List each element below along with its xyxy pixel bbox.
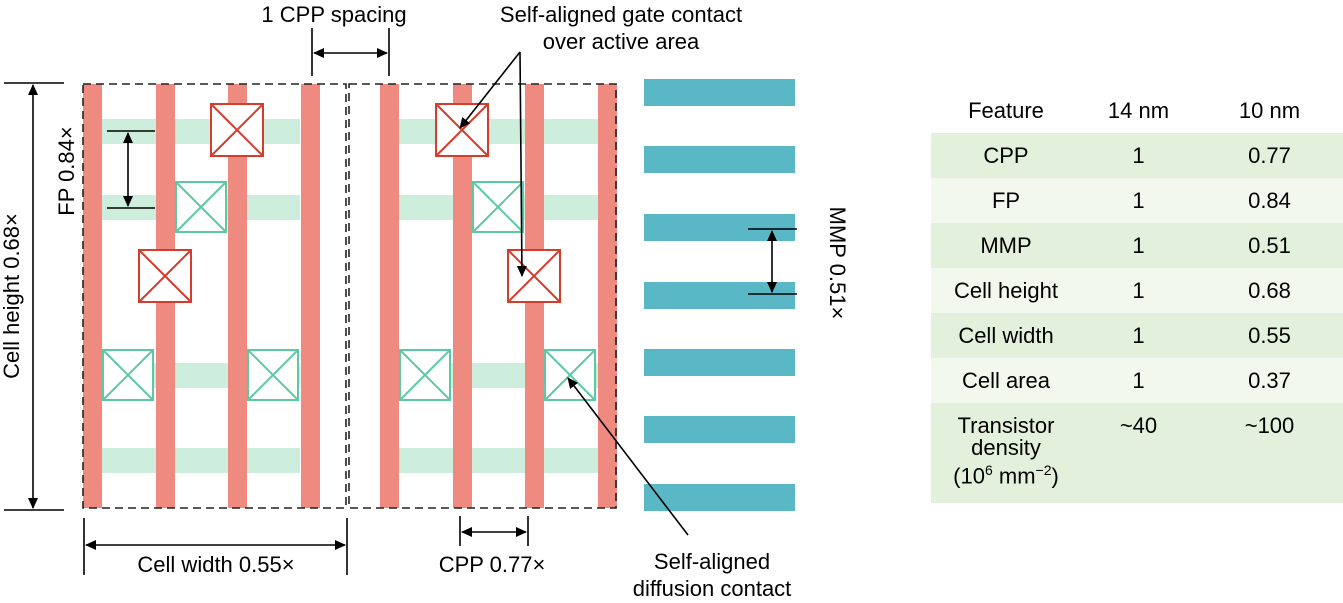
gate-contact <box>435 103 489 157</box>
value-10nm-cell: 0.68 <box>1248 277 1291 303</box>
gate-contacts <box>138 103 561 303</box>
cpp-label: CPP 0.77× <box>439 552 546 577</box>
fin-stripe <box>398 448 598 473</box>
diffusion-contact <box>102 349 154 401</box>
fin-stripes <box>100 119 598 473</box>
mmp-label: MMP 0.51× <box>825 207 850 320</box>
feature-cell: Cell area <box>961 367 1051 393</box>
value-14nm-cell: 1 <box>1132 142 1145 168</box>
value-14nm-cell: ~40 <box>1119 413 1158 438</box>
metal-lines <box>644 79 795 511</box>
density-line1: Transistor <box>957 413 1055 438</box>
diffusion-contact-label-line1: Self-aligned <box>654 549 770 574</box>
value-10nm-cell: 0.51 <box>1248 232 1291 258</box>
metal-line <box>644 416 795 443</box>
diffusion-contact <box>544 349 596 401</box>
fp-label: FP 0.84× <box>54 126 79 216</box>
value-14nm-cell: 1 <box>1132 187 1145 213</box>
gate-line <box>301 84 320 508</box>
cell-boundary-right <box>348 83 617 509</box>
scaling-table: Feature 14 nm 10 nm CPP 1 0.77 FP 1 0.84… <box>931 88 1343 503</box>
value-14nm-cell: 1 <box>1132 322 1145 348</box>
value-10nm-cell: 0.84 <box>1248 187 1291 213</box>
callout-pointers <box>459 51 689 536</box>
gate-line <box>453 84 472 508</box>
value-14nm-cell: 1 <box>1132 277 1145 303</box>
table-row: Cell height 1 0.68 <box>931 268 1343 313</box>
diffusion-contact <box>472 181 524 233</box>
table-row: FP 1 0.84 <box>931 178 1343 223</box>
cpp-spacing-label: 1 CPP spacing <box>261 2 406 27</box>
gate-line <box>598 84 617 508</box>
metal-line <box>644 146 795 173</box>
metal-line <box>644 349 795 376</box>
gate-line <box>83 84 102 508</box>
feature-cell: FP <box>991 187 1021 213</box>
table-row: MMP 1 0.51 <box>931 223 1343 268</box>
value-10nm-cell: ~100 <box>1244 413 1295 438</box>
cell-height-label: Cell height 0.68× <box>0 213 24 379</box>
feature-cell: CPP <box>983 142 1029 168</box>
density-line2: density <box>971 435 1041 460</box>
table-row: Cell area 1 0.37 <box>931 358 1343 403</box>
cell-width-label: Cell width 0.55× <box>137 552 294 577</box>
feature-cell: Cell height <box>954 277 1058 303</box>
table-header-row: Feature 14 nm 10 nm <box>931 88 1343 133</box>
gate-contact <box>507 249 561 303</box>
gate-lines <box>83 84 617 508</box>
gate-contact <box>210 103 264 157</box>
cell-boundary-left <box>82 83 347 509</box>
table-row-density: Transistor density (106 mm−2) ~40 ~100 <box>931 403 1343 503</box>
gate-contact-label-line1: Self-aligned gate contact <box>500 2 742 27</box>
feature-cell: MMP <box>980 232 1032 258</box>
table-row: CPP 1 0.77 <box>931 133 1343 178</box>
value-14nm-cell: 1 <box>1132 232 1145 258</box>
layout-diagram: 1 CPP spacing Self-aligned gate contact … <box>0 2 850 601</box>
diffusion-contact-pointer <box>567 377 689 536</box>
diffusion-contact <box>247 349 299 401</box>
density-units: (106 mm−2) <box>953 462 1059 489</box>
feature-cell: Transistor density (106 mm−2) <box>931 403 1081 503</box>
gate-line <box>228 84 247 508</box>
metal-line <box>644 484 795 511</box>
feature-cell: Cell width <box>958 322 1054 348</box>
header-14nm: 14 nm <box>1107 97 1170 123</box>
diffusion-contact <box>399 349 451 401</box>
header-feature: Feature <box>968 97 1044 123</box>
value-10nm-cell: 0.37 <box>1248 367 1291 393</box>
gate-contact-label-line2: over active area <box>543 29 700 54</box>
table-row: Cell width 1 0.55 <box>931 313 1343 358</box>
diffusion-contacts <box>102 181 596 401</box>
metal-line <box>644 79 795 106</box>
diffusion-contact <box>175 181 227 233</box>
dimension-lines <box>4 28 797 575</box>
gate-line <box>380 84 399 508</box>
header-10nm: 10 nm <box>1238 97 1301 123</box>
value-14nm-cell: 1 <box>1132 367 1145 393</box>
value-10nm-cell: 0.55 <box>1248 322 1291 348</box>
fin-stripe <box>398 119 598 144</box>
gate-contact <box>138 249 192 303</box>
gate-contact-pointer-1 <box>459 51 521 129</box>
fin-stripe <box>100 448 300 473</box>
gate-contact-pointer-2 <box>516 51 527 277</box>
diffusion-contact-label-line2: diffusion contact <box>633 576 792 601</box>
value-10nm-cell: 0.77 <box>1248 142 1291 168</box>
